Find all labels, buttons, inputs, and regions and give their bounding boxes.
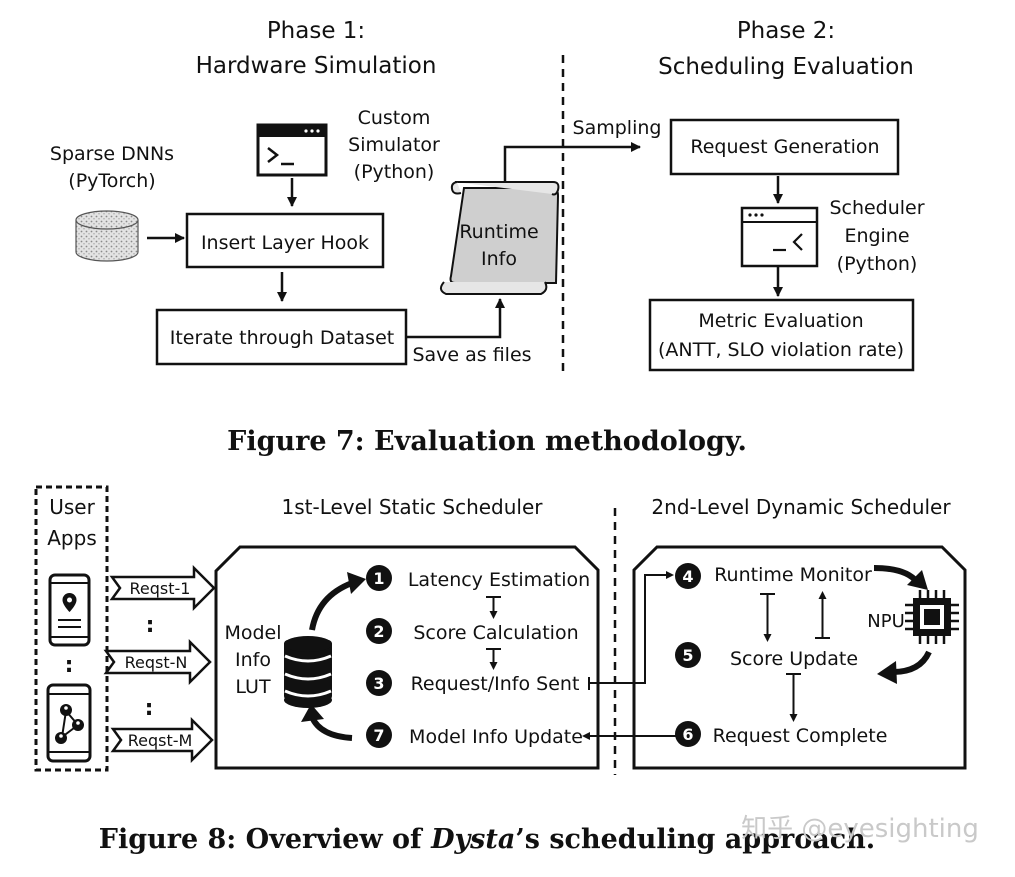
custom-simulator-label-line2: Simulator	[348, 134, 440, 156]
phone-network-icon	[46, 683, 92, 763]
metric-evaluation-label-line2: (ANTT, SLO violation rate)	[658, 339, 904, 361]
scheduler-engine-icon	[740, 206, 819, 268]
user-apps-box	[34, 485, 109, 772]
npu-chip-icon	[905, 590, 959, 644]
scheduler-engine-label-line2: Engine	[844, 225, 909, 247]
request-label-n: Reqst-N	[125, 653, 188, 672]
step-badge-2: 2	[366, 618, 392, 644]
svg-text:1: 1	[373, 569, 384, 588]
runtime-info-label-line1: Runtime	[459, 221, 538, 243]
iterate-dataset-label: Iterate through Dataset	[170, 327, 394, 349]
step-badge-7: 7	[366, 722, 392, 748]
phase1-label-line1: Phase 1:	[267, 18, 365, 44]
arrow-step2-to-step3	[486, 648, 501, 670]
step-badge-1: 1	[366, 565, 392, 591]
request-arrow-m	[110, 716, 214, 764]
lut-label-line1: Model	[224, 622, 281, 644]
request-generation-label: Request Generation	[690, 136, 879, 158]
terminal-icon	[256, 123, 328, 177]
user-apps-label-line1: User	[49, 495, 95, 519]
step-badge-3: 3	[366, 670, 392, 696]
dynamic-scheduler-panel	[632, 545, 967, 770]
lut-label-line2: Info	[235, 649, 271, 671]
latency-estimation-label: Latency Estimation	[408, 569, 590, 591]
arrow-iterate-to-runtime-info	[406, 298, 505, 339]
arrow-request-to-runtime-monitor	[589, 571, 674, 684]
figure8-caption: Figure 8: Overview of Dysta’s scheduling…	[99, 824, 875, 855]
phone-map-icon	[48, 573, 91, 647]
request-arrow-1	[109, 564, 216, 612]
score-update-label: Score Update	[730, 648, 858, 670]
score-calculation-label: Score Calculation	[413, 622, 578, 644]
sparse-dnns-label-line2: (PyTorch)	[68, 170, 155, 192]
iterate-dataset-box	[155, 308, 408, 366]
insert-layer-hook-label: Insert Layer Hook	[201, 232, 369, 254]
watermark-text: 知乎 @eyesighting	[741, 814, 979, 844]
svg-text:4: 4	[682, 567, 693, 586]
phase2-label-line1: Phase 2:	[737, 18, 835, 44]
request-arrow-n	[103, 638, 212, 686]
arrow-sampling	[503, 142, 641, 183]
dataset-cylinder-icon	[75, 210, 139, 262]
arrow-step1-to-step2	[486, 596, 501, 619]
save-as-files-label: Save as files	[412, 344, 531, 366]
step-badge-5: 5	[675, 642, 701, 668]
svg-text:6: 6	[682, 725, 693, 744]
scheduler-engine-label-line3: (Python)	[837, 253, 918, 275]
runtime-monitor-label: Runtime Monitor	[714, 564, 872, 586]
database-icon	[284, 636, 332, 708]
request-generation-box	[669, 118, 900, 176]
phase2-label-line2: Scheduling Evaluation	[658, 54, 914, 80]
requests-ellipsis-1: :	[146, 613, 155, 638]
request-complete-label: Request Complete	[713, 725, 888, 747]
model-info-update-label: Model Info Update	[409, 726, 583, 748]
apps-ellipsis: :	[65, 653, 74, 678]
step-badge-6: 6	[675, 721, 701, 747]
metric-evaluation-box	[648, 298, 915, 372]
phase1-label-line2: Hardware Simulation	[196, 53, 437, 79]
dynamic-scheduler-title: 2nd-Level Dynamic Scheduler	[651, 495, 951, 519]
curved-arrow-monitor-to-npu	[873, 565, 928, 590]
arrow-score-to-complete	[786, 673, 801, 722]
figure7-caption: Figure 7: Evaluation methodology.	[227, 426, 747, 457]
scheduler-engine-label-line1: Scheduler	[829, 197, 924, 219]
arrow-monitor-to-score	[760, 593, 775, 642]
svg-text:2: 2	[373, 622, 384, 641]
sparse-dnns-label-line1: Sparse DNNs	[50, 143, 174, 165]
lut-label-line3: LUT	[235, 676, 271, 698]
user-apps-label-line2: Apps	[47, 526, 97, 550]
custom-simulator-label-line1: Custom	[358, 107, 431, 129]
static-scheduler-title: 1st-Level Static Scheduler	[281, 495, 543, 519]
npu-label: NPU	[867, 611, 905, 632]
figure-7: Phase 1: Hardware Simulation Phase 2: Sc…	[50, 18, 925, 457]
request-label-1: Reqst-1	[130, 579, 191, 598]
svg-text:7: 7	[373, 726, 384, 745]
svg-text:3: 3	[373, 674, 384, 693]
curved-arrow-from-step-7	[301, 704, 353, 741]
request-info-sent-label: Request/Info Sent	[411, 673, 580, 695]
sampling-label: Sampling	[573, 117, 662, 139]
curved-arrow-to-step-1	[309, 572, 366, 631]
arrow-score-to-monitor	[815, 591, 830, 639]
runtime-info-scroll-icon	[440, 181, 560, 295]
insert-layer-hook-box	[185, 212, 385, 269]
requests-ellipsis-2: :	[145, 696, 154, 721]
svg-text:5: 5	[682, 646, 693, 665]
curved-arrow-npu-to-score	[877, 650, 932, 684]
request-label-m: Reqst-M	[128, 731, 193, 750]
figure-8: User Apps :	[34, 485, 979, 855]
metric-evaluation-label-line1: Metric Evaluation	[698, 310, 863, 332]
runtime-info-label-line2: Info	[481, 248, 517, 270]
custom-simulator-label-line3: (Python)	[354, 161, 435, 183]
step-badge-4: 4	[675, 563, 701, 589]
